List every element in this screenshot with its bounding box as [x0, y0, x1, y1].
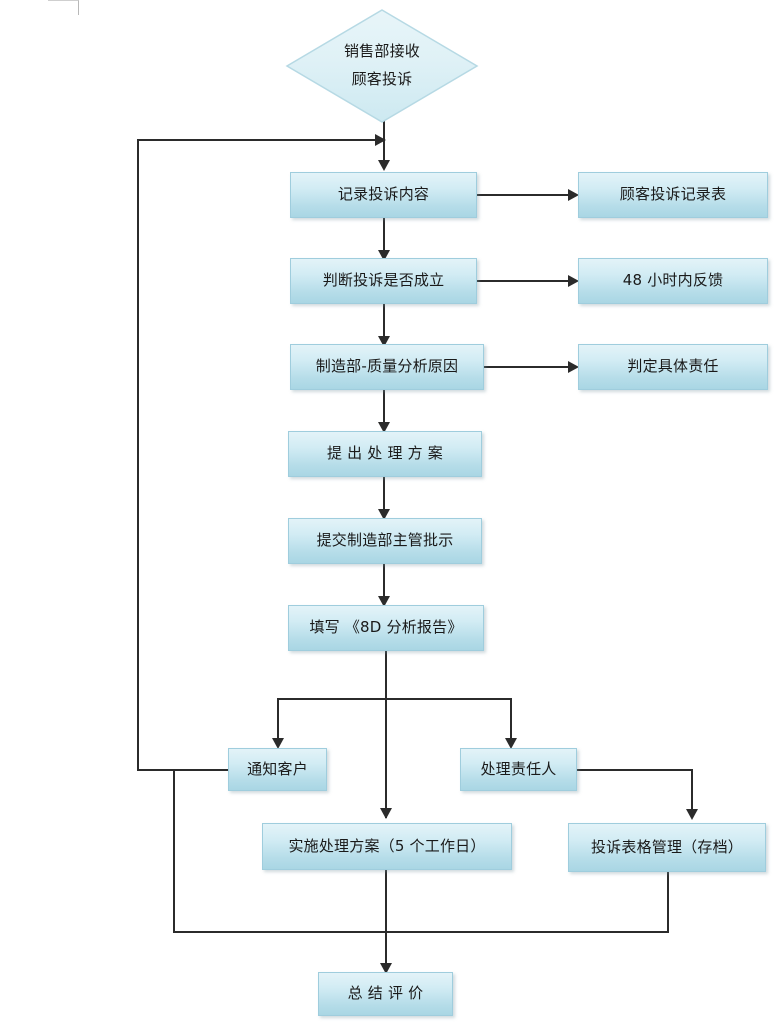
node-archive-label: 投诉表格管理（存档） — [590, 837, 743, 856]
node-propose[interactable]: 提 出 处 理 方 案 — [288, 431, 482, 477]
node-analyze-label: 制造部-质量分析原因 — [315, 357, 459, 376]
edge-owner-to-archive-v — [691, 769, 693, 811]
edge-analyze-to-responsibility — [484, 366, 571, 368]
edge-submit-to-report8d — [383, 564, 385, 598]
node-record-form-label: 顾客投诉记录表 — [619, 185, 727, 204]
edge-feedback-bottom — [137, 769, 231, 771]
edge-branch-right-drop — [510, 698, 512, 740]
node-feedback-48h[interactable]: 48 小时内反馈 — [578, 258, 768, 304]
arrowhead-propose-to-submit — [378, 509, 390, 520]
node-owner[interactable]: 处理责任人 — [460, 748, 577, 791]
edge-branch-bus — [277, 698, 512, 700]
node-notify-customer[interactable]: 通知客户 — [228, 748, 327, 791]
node-summary-label: 总 结 评 价 — [347, 984, 424, 1003]
edge-feedback-riser — [137, 139, 139, 771]
page-corner-artifact — [48, 0, 79, 15]
edge-record-to-judge — [383, 218, 385, 252]
edge-propose-to-submit — [383, 477, 385, 511]
node-record[interactable]: 记录投诉内容 — [290, 172, 477, 218]
node-start-label: 销售部接收 顾客投诉 — [343, 42, 420, 88]
edge-record-to-record-form — [477, 194, 571, 196]
node-archive[interactable]: 投诉表格管理（存档） — [568, 823, 766, 872]
edge-analyze-to-propose — [383, 390, 385, 424]
node-start[interactable]: 销售部接收 顾客投诉 — [285, 8, 479, 124]
node-submit[interactable]: 提交制造部主管批示 — [288, 518, 482, 564]
edge-judge-to-analyze — [383, 304, 385, 338]
edge-notify-down-to-bus — [173, 769, 175, 933]
arrowhead-trunk-to-implement — [380, 808, 392, 819]
edge-bus-to-summary — [385, 931, 387, 967]
node-propose-label: 提 出 处 理 方 案 — [326, 444, 444, 463]
node-responsibility[interactable]: 判定具体责任 — [578, 344, 768, 390]
arrowhead-branch-to-owner — [505, 738, 517, 749]
arrowhead-submit-to-report8d — [378, 596, 390, 607]
arrowhead-branch-to-notify — [272, 738, 284, 749]
node-owner-label: 处理责任人 — [480, 759, 557, 778]
node-record-form[interactable]: 顾客投诉记录表 — [578, 172, 768, 218]
node-record-label: 记录投诉内容 — [337, 185, 430, 204]
arrowhead-record-to-judge — [378, 250, 390, 261]
arrowhead-bus-to-summary — [380, 963, 392, 974]
node-submit-label: 提交制造部主管批示 — [316, 531, 454, 550]
arrowhead-analyze-to-propose — [378, 422, 390, 433]
arrowhead-owner-to-archive — [686, 809, 698, 820]
edge-branch-left-drop — [277, 698, 279, 740]
node-judge[interactable]: 判断投诉是否成立 — [290, 258, 477, 304]
edge-report8d-trunk — [385, 651, 387, 818]
edge-archive-down-to-bus — [667, 872, 669, 933]
edge-implement-down-to-bus — [385, 870, 387, 933]
arrowhead-analyze-to-responsibility — [568, 361, 579, 373]
node-report-8d[interactable]: 填写 《8D 分析报告》 — [288, 605, 484, 651]
edge-bottom-bus — [173, 931, 669, 933]
node-feedback-48h-label: 48 小时内反馈 — [622, 271, 724, 290]
node-notify-customer-label: 通知客户 — [247, 759, 308, 778]
arrowhead-record-to-record-form — [568, 189, 579, 201]
node-analyze[interactable]: 制造部-质量分析原因 — [290, 344, 484, 390]
arrowhead-feedback-into-record — [375, 134, 386, 146]
node-summary[interactable]: 总 结 评 价 — [318, 972, 453, 1016]
diamond-shape-icon — [285, 9, 479, 123]
node-implement-label: 实施处理方案（5 个工作日） — [288, 836, 486, 855]
node-judge-label: 判断投诉是否成立 — [322, 271, 445, 290]
node-implement[interactable]: 实施处理方案（5 个工作日） — [262, 823, 512, 870]
arrowhead-judge-to-feedback48 — [568, 275, 579, 287]
edge-owner-to-archive-h — [577, 769, 692, 771]
arrowhead-judge-to-analyze — [378, 336, 390, 347]
edge-judge-to-feedback48 — [477, 280, 571, 282]
node-report-8d-label: 填写 《8D 分析报告》 — [309, 618, 463, 637]
arrowhead-start-to-record — [378, 160, 390, 171]
edge-feedback-top — [137, 139, 377, 141]
node-responsibility-label: 判定具体责任 — [627, 357, 719, 376]
